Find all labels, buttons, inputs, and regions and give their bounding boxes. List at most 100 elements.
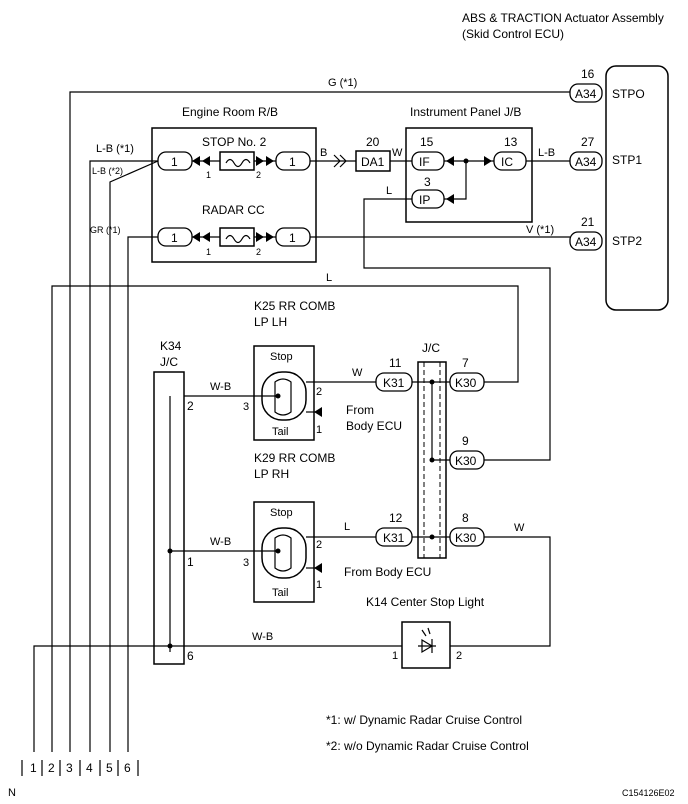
wire-label-g1: G (*1) xyxy=(328,77,357,89)
arrow-icon xyxy=(192,232,200,242)
bulb-icon xyxy=(261,527,307,579)
wire-label-w-k25: W xyxy=(352,367,363,379)
radar-cc-label: RADAR CC xyxy=(202,203,265,217)
wire-label-wb-k25: W-B xyxy=(210,381,231,393)
k29-pin-1: 1 xyxy=(316,579,322,591)
wire-label-lb: L-B xyxy=(538,147,555,159)
k30-connector-7 xyxy=(449,372,485,392)
led-rays-icon xyxy=(421,627,431,637)
k30-pin-9: 9 xyxy=(462,434,469,448)
wire-gr-1 xyxy=(127,236,158,752)
k29-stop-label: Stop xyxy=(270,507,293,519)
arrow-icon xyxy=(446,156,454,166)
k34-pin-6: 6 xyxy=(187,649,194,663)
k34-label-2: J/C xyxy=(160,355,178,369)
wire-l-ip xyxy=(363,198,551,461)
k25-tail-label: Tail xyxy=(272,426,289,438)
k34-pin-1: 1 xyxy=(187,555,194,569)
wire-label-lb2: L-B (*2) xyxy=(92,166,123,176)
k29-tail-label: Tail xyxy=(272,587,289,599)
title-line-2: (Skid Control ECU) xyxy=(462,27,564,41)
fuse-pin-2-b: 2 xyxy=(256,247,261,257)
connector-chevron-icon xyxy=(333,154,347,168)
arrow-icon xyxy=(256,156,264,166)
stop-no2-label: STOP No. 2 xyxy=(202,135,267,149)
k31-pin-12: 12 xyxy=(389,511,403,525)
junction-dot xyxy=(167,643,173,649)
k30-label-9: K30 xyxy=(455,454,477,468)
filament-icon xyxy=(274,378,292,416)
ip-pin-3: 3 xyxy=(424,175,431,189)
k29-pin-2: 2 xyxy=(316,539,322,551)
arrow-icon xyxy=(266,232,274,242)
wire-label-lb1: L-B (*1) xyxy=(96,143,134,155)
wire-label-l-ip: L xyxy=(386,185,392,197)
arrow-icon xyxy=(192,156,200,166)
a34-connector-21 xyxy=(569,231,603,251)
arrow-icon xyxy=(484,156,492,166)
ecu-pin-stp1: STP1 xyxy=(612,153,642,167)
wire-lb-2 xyxy=(109,160,159,752)
fuse-pin-2: 2 xyxy=(256,170,261,180)
if-label: IF xyxy=(419,155,430,169)
bottom-pin-3: 3 xyxy=(66,761,73,775)
a34-label-21: A34 xyxy=(575,235,597,249)
corner-n-label: N xyxy=(8,787,16,799)
da1-pin-20: 20 xyxy=(366,135,380,149)
k30-label-7: K30 xyxy=(455,376,477,390)
arrow-icon xyxy=(314,407,322,417)
fuse-icon xyxy=(225,234,251,244)
k29-label-2: LP RH xyxy=(254,467,289,481)
k30-pin-7: 7 xyxy=(462,356,469,370)
fuse-pin-1-b: 1 xyxy=(206,247,211,257)
from-body-ecu-label-k29: From Body ECU xyxy=(344,565,431,579)
figure-id-label: C154126E02 xyxy=(622,788,675,798)
fuse-pin-1: 1 xyxy=(206,170,211,180)
ipjb-box xyxy=(405,127,533,223)
arrow-icon xyxy=(314,563,322,573)
wire-g-stpo xyxy=(69,91,570,752)
ic-pin-13: 13 xyxy=(504,135,518,149)
k29-pin-3: 3 xyxy=(243,557,249,569)
bottom-pin-6: 6 xyxy=(124,761,131,775)
k25-stop-label: Stop xyxy=(270,351,293,363)
wire-lb-1 xyxy=(89,160,158,752)
wire-label-l-top: L xyxy=(326,272,332,284)
ic-label: IC xyxy=(501,155,513,169)
k30-label-8: K30 xyxy=(455,531,477,545)
wire-label-w-k30: W xyxy=(514,522,525,534)
from-label-k25: From xyxy=(346,403,374,417)
k29-label-1: K29 RR COMB xyxy=(254,451,335,465)
wire-label-wb-k14: W-B xyxy=(252,631,273,643)
junction-dot xyxy=(275,548,281,554)
k31-label-11: K31 xyxy=(383,376,405,390)
k25-label-2: LP LH xyxy=(254,315,287,329)
pin-num-27: 27 xyxy=(581,135,595,149)
k14-pin-2: 2 xyxy=(456,650,462,662)
wire-label-wb-k29: W-B xyxy=(210,536,231,548)
fuse-icon xyxy=(225,158,251,168)
erb-connector-1-top-right-label: 1 xyxy=(289,155,296,169)
k34-pin-2: 2 xyxy=(187,399,194,413)
bottom-pin-2: 2 xyxy=(48,761,55,775)
wire-label-b: B xyxy=(320,147,327,159)
k14-pin-1: 1 xyxy=(392,650,398,662)
k25-pin-2: 2 xyxy=(316,386,322,398)
erb-connector-1-bottom-right-label: 1 xyxy=(289,231,296,245)
k25-lamp-box xyxy=(253,345,315,441)
k14-box xyxy=(401,621,451,669)
k34-jc-box xyxy=(153,371,185,665)
k30-connector-9 xyxy=(449,450,485,470)
filament-icon xyxy=(274,534,292,572)
k29-lamp-box xyxy=(253,501,315,603)
bottom-pin-5: 5 xyxy=(106,761,113,775)
engine-rb-box xyxy=(151,127,317,263)
arrow-icon xyxy=(202,156,210,166)
wire-label-w: W xyxy=(392,147,403,159)
k25-pin-1: 1 xyxy=(316,424,322,436)
wire-label-l-k29: L xyxy=(344,521,350,533)
note-2: *2: w/o Dynamic Radar Cruise Control xyxy=(326,739,529,753)
pin-num-21: 21 xyxy=(581,215,595,229)
led-icon xyxy=(421,638,434,654)
